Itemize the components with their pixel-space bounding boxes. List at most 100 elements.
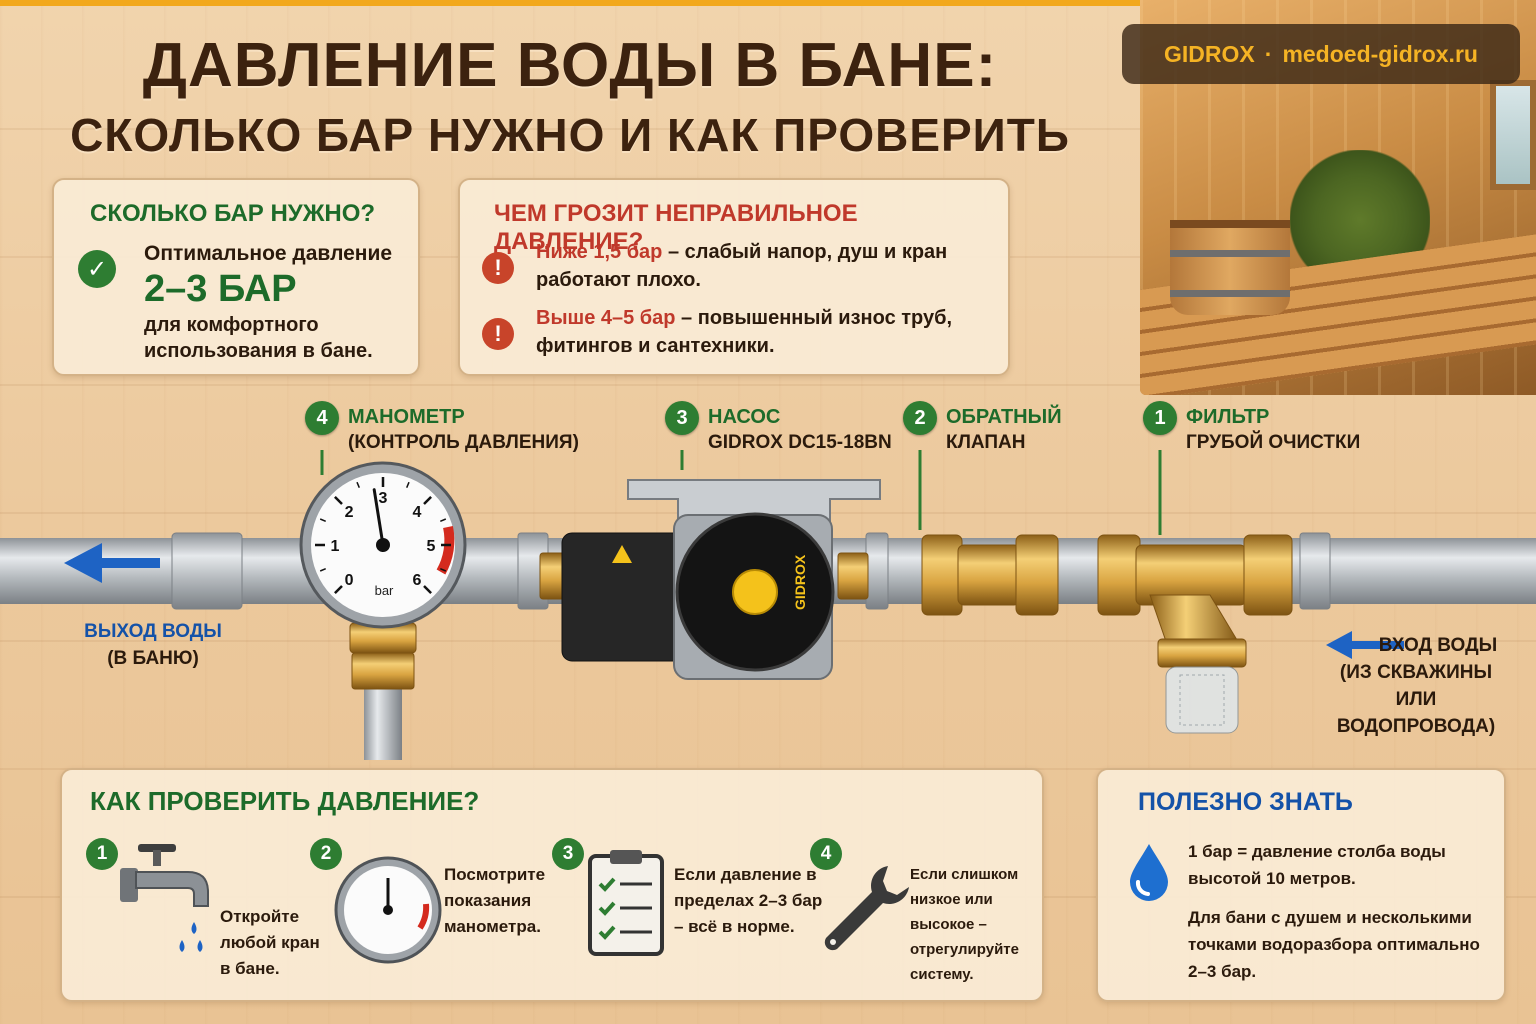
step-number: 1 [86, 838, 118, 870]
gauge-label: 1 [331, 538, 340, 555]
pump-brand-label: GIDROX [792, 554, 808, 610]
warning-icon: ! [482, 318, 514, 350]
inlet-arrow-icon [1326, 631, 1404, 659]
pump-subtitle: GIDROX DC15-18BN [708, 432, 892, 453]
gauge-tick [440, 568, 447, 572]
risk-item-low: Ниже 1,5 бар – слабый напор, душ и кран … [536, 238, 996, 294]
inlet-title: ВХОД ВОДЫ [1378, 635, 1498, 656]
wrench-icon [824, 866, 909, 951]
brand-badge[interactable]: GIDROX · medoed-gidrox.ru [1122, 24, 1520, 84]
brand-name: GIDROX [1164, 40, 1255, 67]
info-card-heading: ПОЛЕЗНО ЗНАТЬ [1138, 788, 1353, 816]
sauna-window [1490, 80, 1536, 190]
gauge-needle [372, 488, 385, 547]
check-valve-subtitle: КЛАПАН [946, 432, 1026, 453]
gauge-tick [334, 496, 343, 505]
water-drop-icon [1130, 844, 1168, 901]
gauge-unit: bar [375, 583, 394, 598]
risk-low-highlight: Ниже 1,5 бар [536, 241, 663, 263]
inlet-subtitle-1: (ИЗ СКВАЖИНЫ [1339, 662, 1493, 683]
filter-subtitle: ГРУБОЙ ОЧИСТКИ [1186, 432, 1361, 453]
pump-speed-knob [732, 569, 778, 615]
gauge-icon [334, 856, 442, 964]
gauge-label: 5 [427, 538, 436, 555]
component-number-3: 3 [665, 401, 699, 435]
gauge-label: 0 [345, 572, 354, 589]
outlet-subtitle: (В БАНЮ) [107, 648, 199, 669]
info-card: ПОЛЕЗНО ЗНАТЬ 1 бар = давление столба во… [1096, 768, 1506, 1002]
faucet-icon [120, 844, 209, 952]
pump-gidrox: GIDROX [539, 479, 881, 680]
gauge-tick [440, 518, 447, 522]
warning-icon: ! [482, 252, 514, 284]
wooden-bucket-image [1170, 220, 1290, 315]
manometer-label: МАНОМЕТР (КОНТРОЛЬ ДАВЛЕНИЯ) [348, 404, 579, 456]
gauge-label: 2 [345, 504, 354, 521]
optimal-pressure-value: 2–3 БАР [144, 268, 297, 310]
risk-item-high: Выше 4–5 бар – повышенный износ труб, фи… [536, 304, 996, 360]
step-3-text: Если давление в пределах 2–3 бар – всё в… [674, 865, 823, 936]
component-number-1: 1 [1143, 401, 1177, 435]
pump-title: НАСОС [708, 406, 781, 428]
gauge-tick [423, 585, 432, 594]
gauge-tick [356, 481, 360, 488]
step-number: 4 [810, 838, 842, 870]
brand-separator: · [1264, 40, 1273, 67]
inlet-label: ВХОД ВОДЫ (ИЗ СКВАЖИНЫ ИЛИ ВОДОПРОВОДА) [1318, 632, 1514, 740]
need-card-heading: СКОЛЬКО БАР НУЖНО? [90, 200, 376, 227]
manometer-title: МАНОМЕТР [348, 406, 465, 428]
title-line-1: ДАВЛЕНИЕ ВОДЫ В БАНЕ: [142, 31, 998, 100]
step-number: 2 [310, 838, 342, 870]
pump-motor-housing [561, 532, 693, 662]
gauge-label: 6 [412, 572, 421, 589]
pipeline-diagram: 0 1 2 3 4 5 6 bar GIDROX [0, 450, 1536, 760]
gauge-ticks [315, 477, 451, 594]
inlet-subtitle-2: ИЛИ ВОДОПРОВОДА) [1336, 689, 1496, 737]
gauge-label: 3 [379, 490, 388, 507]
manometer-subtitle: (КОНТРОЛЬ ДАВЛЕНИЯ) [348, 432, 579, 453]
manometer-gauge: 0 1 2 3 4 5 6 bar [299, 461, 467, 690]
step-1-text: Откройте любой кран в бане. [220, 907, 320, 978]
pump-outlet-nut [837, 552, 869, 600]
gauge-label: 4 [412, 504, 421, 521]
check-card-heading: КАК ПРОВЕРИТЬ ДАВЛЕНИЕ? [90, 786, 480, 816]
filter-label: ФИЛЬТР ГРУБОЙ ОЧИСТКИ [1186, 404, 1360, 456]
pipe-coupling [1299, 532, 1331, 610]
outlet-arrow-icon [64, 543, 160, 583]
pump-label: НАСОС GIDROX DC15-18BN [708, 404, 892, 456]
check-valve-label: ОБРАТНЫЙ КЛАПАН [946, 404, 1062, 456]
coarse-filter [1097, 534, 1293, 734]
outlet-label: ВЫХОД ВОДЫ (В БАНЮ) [58, 618, 248, 672]
step-2-text: Посмотрите показания манометра. [444, 865, 546, 936]
risk-card: ЧЕМ ГРОЗИТ НЕПРАВИЛЬНОЕ ДАВЛЕНИЕ? ! Ниже… [458, 178, 1010, 376]
gauge-tick [406, 481, 410, 488]
check-steps-card: КАК ПРОВЕРИТЬ ДАВЛЕНИЕ? 1 Откройте любой… [60, 768, 1044, 1002]
info-fact-2: Для бани с душем и несколькими точками в… [1188, 908, 1480, 981]
info-fact-1: 1 бар = давление столба воды высотой 10 … [1188, 842, 1446, 888]
pipe-coupling [171, 532, 243, 610]
component-number-2: 2 [903, 401, 937, 435]
gauge-nut [351, 652, 415, 690]
risk-high-text: – повышенный износ труб, фитингов и сант… [536, 307, 953, 357]
gauge-tick [319, 568, 326, 572]
check-icon: ✓ [78, 250, 116, 288]
need-card-line-2: для комфортного использования в бане. [144, 314, 373, 362]
check-valve [921, 534, 1059, 616]
brand-site-link[interactable]: medoed-gidrox.ru [1282, 40, 1478, 67]
title-line-2: СКОЛЬКО БАР НУЖНО И КАК ПРОВЕРИТЬ [70, 109, 1070, 161]
gauge-tick [319, 518, 326, 522]
top-stripe [0, 0, 1536, 6]
bucket-hoop [1170, 290, 1290, 297]
step-number: 3 [552, 838, 584, 870]
page-title: ДАВЛЕНИЕ ВОДЫ В БАНЕ: СКОЛЬКО БАР НУЖНО … [0, 28, 1140, 166]
risk-high-highlight: Выше 4–5 бар [536, 307, 676, 329]
need-card-line-1: Оптимальное давление [144, 242, 393, 265]
checklist-icon [588, 850, 664, 956]
gauge-tick [334, 585, 343, 594]
check-valve-title: ОБРАТНЫЙ [946, 406, 1062, 428]
outlet-title: ВЫХОД ВОДЫ [84, 621, 222, 642]
component-number-4: 4 [305, 401, 339, 435]
need-card: СКОЛЬКО БАР НУЖНО? ✓ Оптимальное давлени… [52, 178, 420, 376]
pump-warning-sticker [612, 545, 632, 563]
pipe-coupling [865, 532, 889, 610]
